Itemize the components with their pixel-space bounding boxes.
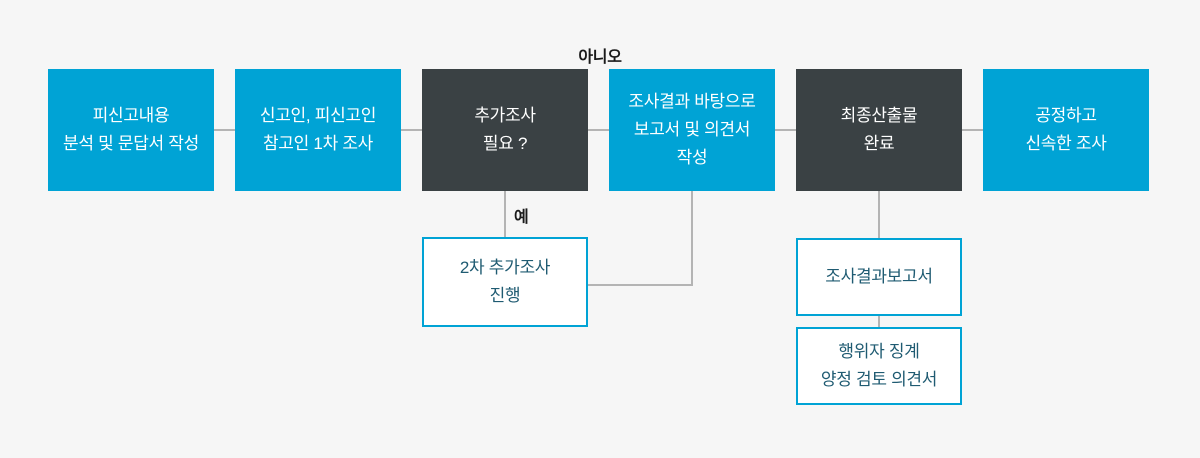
branch-label-yes: 예	[514, 209, 529, 226]
step-first-investigation-label: 신고인, 피신고인 참고인 1차 조사	[259, 106, 377, 153]
decision-additional-investigation-box: 추가조사 필요 ?	[422, 69, 588, 191]
step-fair-speedy-investigation-label: 공정하고 신속한 조사	[1025, 106, 1107, 153]
connector-final-output	[878, 191, 880, 238]
step-complaint-analysis-box: 피신고내용 분석 및 문답서 작성	[48, 69, 214, 191]
output-disciplinary-opinion-box: 행위자 징계 양정 검토 의견서	[796, 327, 962, 405]
step-final-output-box: 최종산출물 완료	[796, 69, 962, 191]
connector-yes-branch	[504, 191, 506, 237]
output-disciplinary-opinion-label: 행위자 징계 양정 검토 의견서	[820, 342, 938, 389]
connector-step4-step5	[775, 129, 796, 131]
step-second-investigation-label: 2차 추가조사 진행	[459, 258, 551, 305]
branch-label-no: 아니오	[578, 49, 622, 66]
step-report-writing-box: 조사결과 바탕으로 보고서 및 의견서 작성	[609, 69, 775, 191]
step-final-output-label: 최종산출물 완료	[840, 106, 918, 153]
connector-step1-step2	[214, 129, 235, 131]
step-complaint-analysis-label: 피신고내용 분석 및 문답서 작성	[63, 106, 199, 153]
connector-step2-step3	[401, 129, 422, 131]
output-investigation-report-label: 조사결과보고서	[825, 267, 933, 286]
connector-step3-step4	[588, 129, 609, 131]
connector-step5-step6	[962, 129, 983, 131]
step-first-investigation-box: 신고인, 피신고인 참고인 1차 조사	[235, 69, 401, 191]
step-second-investigation-box: 2차 추가조사 진행	[422, 237, 588, 327]
connector-return-horizontal	[588, 284, 693, 286]
step-report-writing-label: 조사결과 바탕으로 보고서 및 의견서 작성	[628, 92, 756, 167]
connector-return-vertical	[691, 191, 693, 286]
connector-report-opinion	[878, 316, 880, 327]
decision-additional-investigation-label: 추가조사 필요 ?	[474, 106, 536, 153]
step-fair-speedy-investigation-box: 공정하고 신속한 조사	[983, 69, 1149, 191]
output-investigation-report-box: 조사결과보고서	[796, 238, 962, 316]
